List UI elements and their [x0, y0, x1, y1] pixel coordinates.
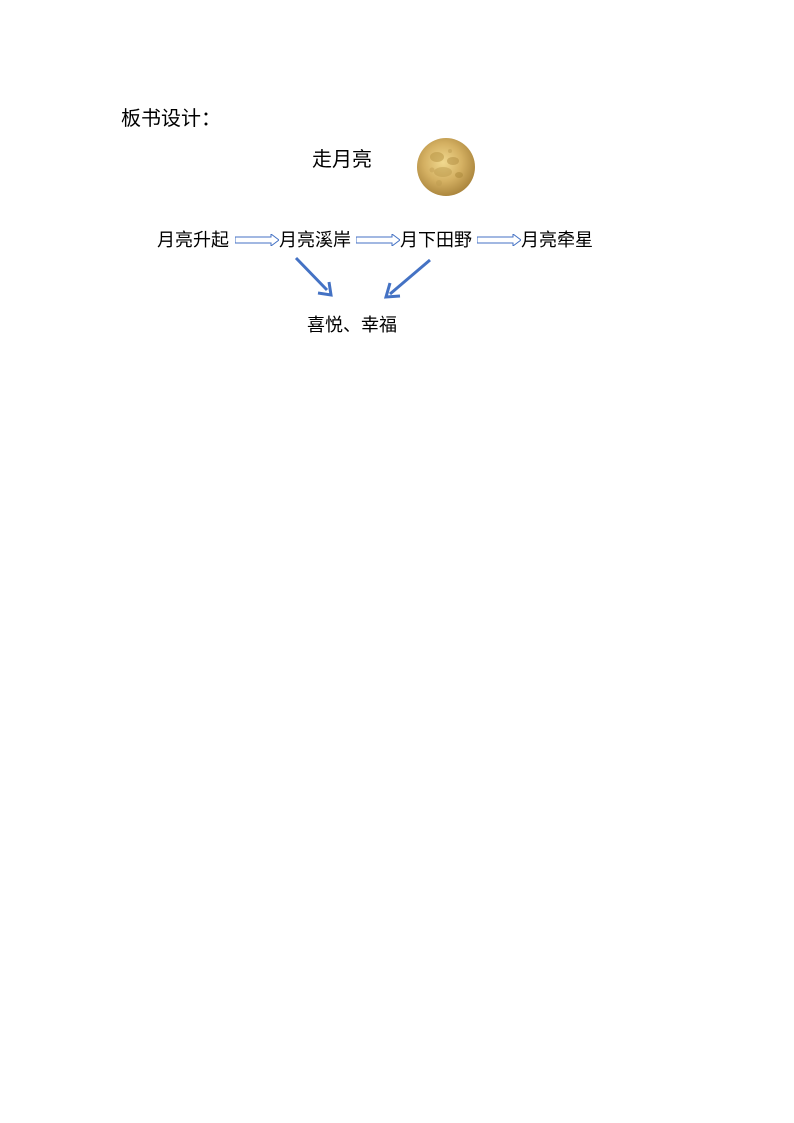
theme-result: 喜悦、幸福	[307, 315, 397, 336]
step-moon-leads-stars: 月亮牵星	[521, 230, 593, 251]
right-arrow-icon	[356, 234, 400, 246]
board-design-heading: 板书设计：	[121, 106, 221, 130]
converging-arrows	[294, 256, 431, 299]
step-fields-under-moon: 月下田野	[400, 230, 472, 251]
step-moon-by-stream: 月亮溪岸	[279, 230, 351, 251]
right-arrow-icon	[235, 234, 279, 246]
lesson-title: 走月亮	[312, 147, 372, 171]
right-arrow-icon	[477, 234, 521, 246]
step-moon-rises: 月亮升起	[157, 230, 229, 251]
arrow-down-right-icon	[294, 256, 333, 297]
arrow-down-left-icon	[383, 258, 431, 299]
full-moon-picture	[417, 138, 475, 196]
